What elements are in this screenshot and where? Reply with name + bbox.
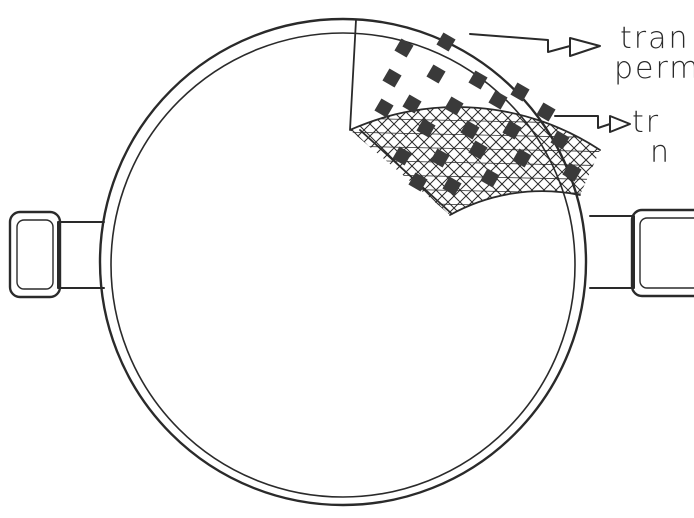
- arrow-1: [470, 34, 600, 56]
- dark-tile: [444, 96, 463, 115]
- pot-inner-rim: [111, 33, 575, 497]
- dark-tile: [480, 168, 499, 187]
- dark-tile: [510, 82, 529, 101]
- dark-tile: [426, 64, 445, 83]
- arrow-2-label-line-2: n: [650, 138, 671, 168]
- dark-tile: [502, 120, 521, 139]
- arrow-2-label-line-1: tr: [632, 108, 660, 138]
- right-handle: [590, 210, 694, 296]
- dark-tile: [382, 68, 401, 87]
- arrow-1-label-line-1: tran: [620, 24, 690, 54]
- dark-tile: [488, 90, 507, 109]
- arrow-1-label-line-2: perm: [614, 54, 694, 84]
- dark-tile: [394, 38, 413, 57]
- arrow-2: [555, 116, 630, 132]
- dark-tile: [468, 70, 487, 89]
- left-handle: [10, 212, 104, 297]
- dark-tile: [436, 32, 455, 51]
